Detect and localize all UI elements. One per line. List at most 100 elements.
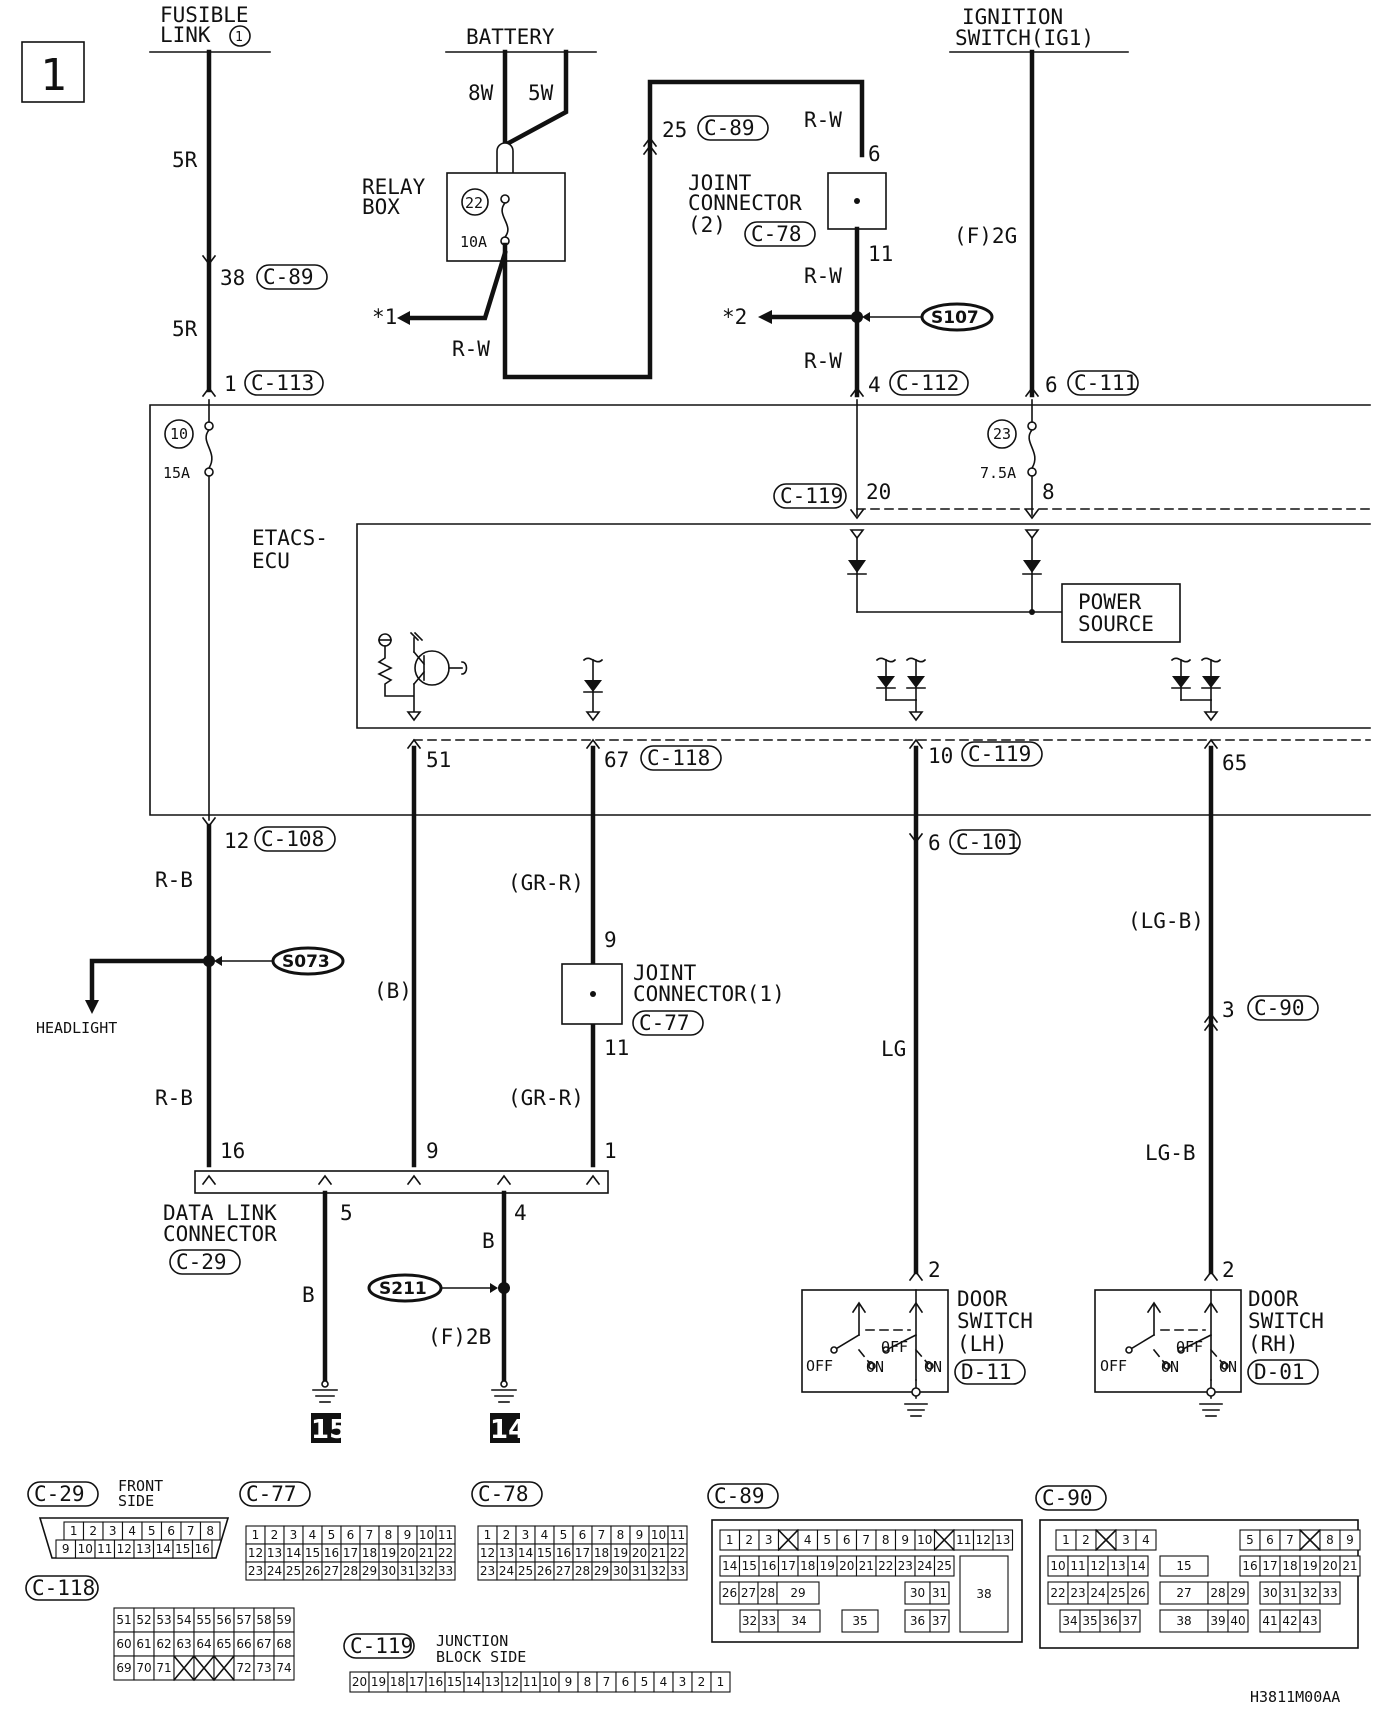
pin-number: 64 [196,1637,211,1651]
svg-text:R-W: R-W [804,264,842,288]
pin-number: 2 [745,1533,753,1547]
pin-number: 10 [542,1675,557,1689]
svg-text:C-111: C-111 [1074,371,1137,395]
pin-number: 15 [305,1546,320,1560]
pin-number: 7 [1286,1533,1294,1547]
etacs-diode-10 [875,657,927,722]
pin-number: 39 [1210,1614,1225,1628]
pin-number: 27 [556,1564,571,1578]
pin-cell [992,1529,1014,1551]
pin-number: 22 [878,1559,893,1573]
pin-number: 61 [136,1637,151,1651]
connector-view-c118-id [25,1575,99,1601]
pin-number: 12 [117,1542,132,1556]
pin-number: 28 [343,1564,358,1578]
svg-text:(F)2B: (F)2B [428,1325,491,1349]
pin-25: 25 [662,118,687,142]
pin-number: 37 [1122,1614,1137,1628]
pin-number: 51 [116,1613,131,1627]
pin-number: 17 [343,1546,358,1560]
connector-view-c29-side: FRONT [118,1477,163,1495]
pin-number: 62 [156,1637,171,1651]
pin-cell [959,1555,1009,1633]
pin-number: 26 [537,1564,552,1578]
connector-ref-c113 [244,370,324,396]
pin-number: 4 [309,1528,317,1542]
pin-cell [1127,1555,1149,1577]
connector-ref-c108 [254,826,336,852]
pin-number: 32 [651,1564,666,1578]
pin-number: 4 [541,1528,549,1542]
pin-number: 36 [910,1614,925,1628]
svg-text:C-112: C-112 [896,371,959,395]
pin-number: 7 [862,1533,870,1547]
pin-number: 70 [136,1661,151,1675]
svg-text:BATTERY: BATTERY [466,25,555,49]
pin-cell [929,1581,950,1605]
pin-number: 5 [641,1675,649,1689]
pin-number: 29 [790,1586,805,1600]
pin-number: 9 [636,1528,644,1542]
pin-number: 20 [839,1559,854,1573]
pin-38: 38 [220,266,245,290]
pin-number: 24 [499,1564,514,1578]
pin-number: 8 [1326,1533,1334,1547]
pin-number: 13 [995,1533,1010,1547]
pin-number: 31 [400,1564,415,1578]
connector-ref-c29 [169,1249,241,1275]
pin-number: 19 [613,1546,628,1560]
pin-number: 63 [176,1637,191,1651]
pin-65: 65 [1222,751,1247,775]
pin-number: 23 [480,1564,495,1578]
pin-cell [191,1539,213,1559]
svg-text:OFF: OFF [1176,1338,1203,1356]
unused-pin-mark [212,1654,236,1682]
pin-number: 25 [937,1559,952,1573]
pin-number: 8 [206,1524,214,1538]
pin-cell [273,1655,295,1681]
joint-connector-1-label: JOINT [633,961,697,985]
door-switch-lh-label: DOOR [957,1287,1008,1311]
pin-number: 13 [1110,1559,1125,1573]
pin-number: 32 [419,1564,434,1578]
pin-number: 43 [1302,1614,1317,1628]
connector-ref-c78 [744,221,816,247]
pin-number: 28 [760,1586,775,1600]
svg-text:C-108: C-108 [261,827,324,851]
pin-number: 2 [698,1675,706,1689]
pin-2: 2 [928,1258,941,1282]
pin-number: 55 [196,1613,211,1627]
svg-text:OFF: OFF [881,1338,908,1356]
svg-text:CONNECTOR: CONNECTOR [163,1222,277,1246]
pin-6: 6 [1045,373,1058,397]
svg-text:SIDE: SIDE [118,1492,154,1510]
pin-1: 1 [224,372,237,396]
svg-text:14: 14 [490,1415,526,1445]
pin-16: 16 [220,1139,245,1163]
pin-8: 8 [1042,480,1055,504]
pin-number: 17 [575,1546,590,1560]
svg-text:10: 10 [170,425,188,443]
pin-number: 1 [1062,1533,1070,1547]
pin-number: 9 [62,1542,70,1556]
wire-rw-relay [502,79,865,380]
svg-text:R-B: R-B [155,868,193,892]
svg-text:(LG-B): (LG-B) [1128,909,1204,933]
pin-number: 35 [852,1614,867,1628]
svg-text:S211: S211 [379,1279,427,1299]
pin-number: 10 [651,1528,666,1542]
svg-text:C-90: C-90 [1042,1486,1093,1510]
pin-number: 11 [523,1675,538,1689]
pin-number: 16 [428,1675,443,1689]
svg-text:C-77: C-77 [246,1482,297,1506]
svg-text:1: 1 [235,30,243,45]
pin-number: 21 [1342,1559,1357,1573]
pin-number: 17 [1262,1559,1277,1573]
svg-text:C-90: C-90 [1254,996,1305,1020]
svg-text:C-89: C-89 [704,116,755,140]
pin-number: 18 [1282,1559,1297,1573]
connector-ref-c119 [773,483,847,509]
svg-text:C-89: C-89 [263,265,314,289]
